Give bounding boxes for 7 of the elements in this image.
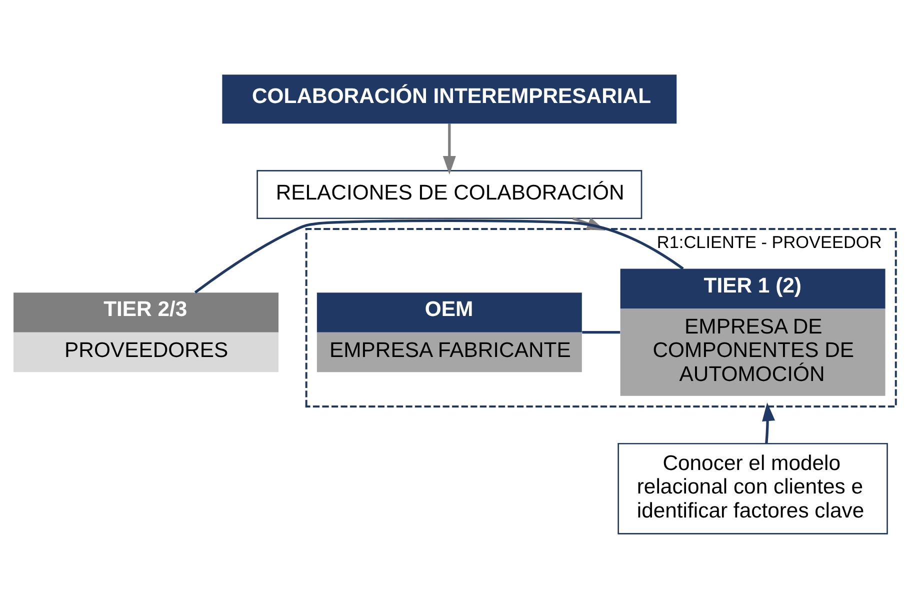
node-box: Conocer el modelo relacional con clientes e identificar factores clave [618,442,888,534]
connector [194,218,684,294]
node-box: RELACIONES DE COLABORACIÓN [256,170,642,219]
node-box: COLABORACIÓN INTEREMPRESARIAL [222,74,677,124]
arrow [762,402,776,443]
arrow [442,122,456,174]
connector [582,330,620,334]
